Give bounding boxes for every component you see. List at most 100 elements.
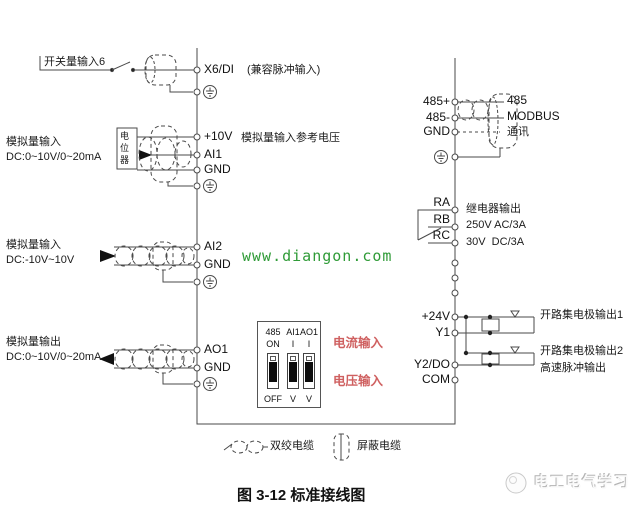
current-input-note: 电流输入 [333, 336, 384, 350]
ground-icon [203, 85, 217, 99]
dip-switch-ai1[interactable] [286, 353, 299, 389]
ai2-input-wiring [100, 241, 195, 283]
switch-slot [289, 356, 296, 361]
right-terminal-dots [451, 98, 459, 384]
diode-icon [510, 310, 520, 318]
analog-input2-range: DC:-10V~10V [6, 254, 75, 266]
dip-v-label: V [289, 393, 296, 404]
left-terminal-dots [193, 66, 201, 388]
terminal-24v: +24V [421, 309, 450, 323]
shield-icon [488, 93, 518, 149]
terminal-485n: 485- [425, 110, 450, 124]
shield-icon [150, 125, 178, 183]
terminal-gnd-ao1: GND [204, 360, 231, 374]
twisted-pair-legend-icon [230, 440, 264, 454]
dip-on-label: ON [266, 339, 280, 349]
comm-label-modbus: MODBUS [507, 109, 560, 123]
analog-input2-label: 模拟量输入 [6, 239, 61, 251]
site-watermark: www.diangon.com [242, 247, 393, 265]
dip-header-ao1: AO1 [299, 326, 318, 337]
analog-input1-label: 模拟量输入 [6, 136, 61, 148]
switch-icon [111, 61, 131, 71]
terminal-ai2: AI2 [204, 239, 223, 253]
diode-icon [510, 346, 520, 354]
switch-knob [288, 362, 297, 382]
potentiometer-label: 电位器 [120, 131, 130, 165]
dip-v-label: V [305, 393, 312, 404]
twisted-pair-icon [457, 99, 489, 121]
terminal-ra: RA [433, 195, 450, 209]
switch-knob [269, 362, 277, 382]
dip-header-ai1: AI1 [286, 326, 300, 337]
ground-icon [203, 275, 217, 289]
terminal-ai1: AI1 [204, 147, 223, 161]
rs485-wiring [457, 93, 518, 158]
terminal-10v: +10V [204, 129, 233, 143]
relay-note-2: 250V AC/3A [466, 219, 526, 231]
twisted-pair-icon [114, 348, 195, 370]
legend-symbols [223, 433, 350, 461]
analog-output-label: 模拟量输出 [6, 336, 61, 348]
terminal-x6-note: (兼容脉冲输入) [247, 64, 321, 76]
switch-knob [304, 362, 313, 382]
shield-legend-icon [333, 433, 350, 461]
terminal-10v-note: 模拟量输入参考电压 [241, 132, 340, 144]
input-arrow-icon [100, 250, 116, 262]
dip-switch-block: 485 AI1 AO1 ON I I OFF V V [257, 321, 321, 408]
analog-output-range: DC:0~10V/0~20mA [6, 351, 102, 363]
brand-watermark: 电工电气学习 [534, 474, 631, 491]
dip-switch-485[interactable] [267, 353, 279, 389]
load-box [481, 353, 500, 365]
brand-logo-icon [505, 472, 527, 494]
comm-label-cn: 通讯 [507, 126, 529, 138]
dip-switch-ao1[interactable] [302, 353, 315, 389]
terminal-gnd-ai1: GND [204, 162, 231, 176]
junction-dots [463, 314, 493, 368]
switch-slot [305, 356, 312, 361]
dip-i-label: I [307, 339, 311, 349]
figure-caption: 图 3-12 标准接线图 [237, 487, 366, 504]
dip-header-485: 485 [265, 326, 281, 337]
switch-slot [270, 356, 276, 361]
dip-i-label: I [291, 339, 295, 349]
terminal-y1: Y1 [435, 325, 450, 339]
relay-note-1: 继电器输出 [466, 203, 521, 215]
ground-icon [203, 179, 217, 193]
potentiometer-box [116, 127, 138, 170]
wiper-arrow-icon [139, 150, 152, 160]
ground-icon [434, 150, 448, 164]
comm-label-485: 485 [507, 93, 528, 107]
voltage-input-note: 电压输入 [333, 374, 384, 388]
ai1-input-wiring [116, 125, 194, 187]
terminal-485p: 485+ [422, 94, 450, 108]
open-collector-1-label: 开路集电极输出1 [540, 309, 624, 321]
switch-input-label: 开关量输入6 [44, 56, 106, 68]
legend-twisted-label: 双绞电缆 [270, 440, 314, 452]
dip-off-label: OFF [264, 393, 282, 404]
terminal-rc: RC [432, 228, 450, 242]
terminal-com: COM [422, 372, 450, 386]
ao1-output-wiring [99, 344, 195, 385]
twisted-pair-icon [138, 136, 192, 172]
high-speed-pulse-label: 高速脉冲输出 [540, 362, 606, 374]
x6-input-wiring [39, 54, 194, 93]
open-collector-wiring [457, 310, 535, 368]
terminal-x6: X6/DI [204, 62, 235, 76]
relay-note-3: 30V DC/3A [466, 236, 525, 248]
terminal-gnd-ai2: GND [204, 257, 231, 271]
load-box [481, 318, 500, 332]
open-collector-2-label: 开路集电极输出2 [540, 345, 624, 357]
terminal-ao1: AO1 [204, 342, 229, 356]
relay-contact-wiring [417, 209, 452, 244]
analog-input1-range: DC:0~10V/0~20mA [6, 151, 102, 163]
output-arrow-icon [99, 353, 114, 365]
terminal-rb: RB [433, 212, 450, 226]
shield-icon [145, 54, 177, 86]
ground-icon [203, 377, 217, 391]
twisted-pair-icon [114, 245, 195, 267]
relay-contact-icon [417, 209, 442, 241]
terminal-gnd485: GND [423, 124, 450, 138]
legend-shielded-label: 屏蔽电缆 [357, 440, 401, 452]
